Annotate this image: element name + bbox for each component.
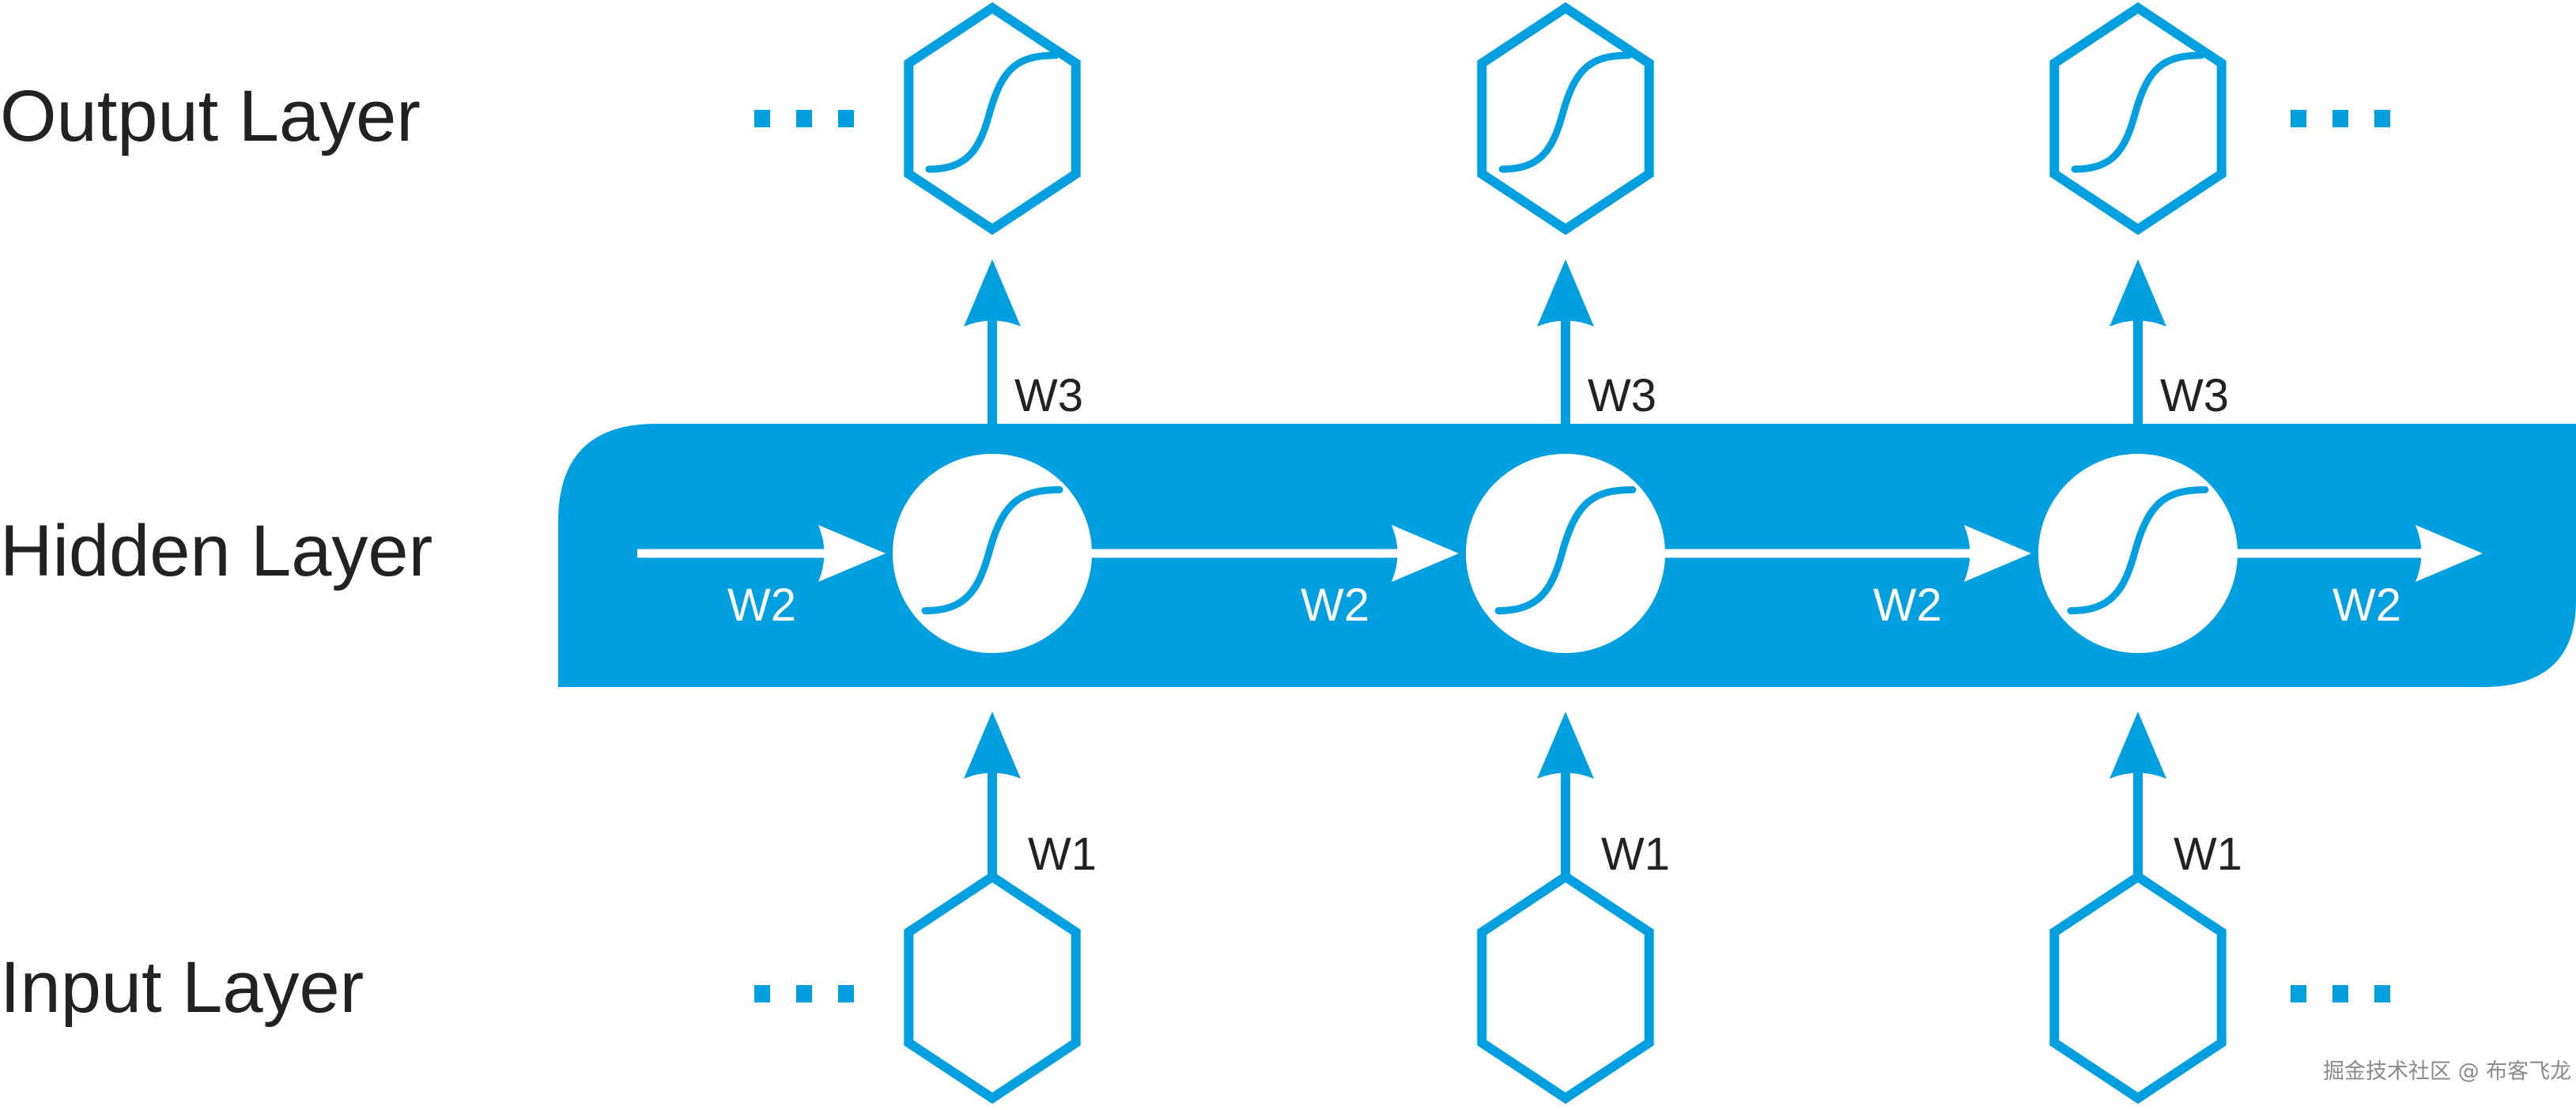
input-node-hexagon bbox=[2049, 870, 2227, 1104]
recurrent-arrow-head bbox=[1392, 525, 1459, 582]
output-ellipsis-left-dot bbox=[754, 110, 770, 127]
input-ellipsis-right-dot bbox=[2291, 985, 2306, 1002]
w1-label: W1 bbox=[2174, 829, 2242, 880]
w1-label: W1 bbox=[1601, 829, 1670, 880]
input-node-hexagon bbox=[904, 870, 1081, 1104]
hidden-to-output-arrow-head bbox=[1537, 259, 1594, 327]
input-node-hexagon bbox=[1477, 870, 1654, 1104]
output-ellipsis-right-dot bbox=[2291, 110, 2306, 127]
w2-label: W2 bbox=[1301, 580, 1369, 631]
input-ellipsis-right-dot bbox=[2374, 985, 2390, 1002]
recurrent-arrow-head bbox=[2415, 525, 2483, 582]
input-to-hidden-arrow-head bbox=[2110, 712, 2166, 779]
sigmoid-icon bbox=[2071, 51, 2205, 173]
w2-label: W2 bbox=[2332, 580, 2401, 631]
w3-label: W3 bbox=[2160, 370, 2229, 421]
w3-label: W3 bbox=[1014, 370, 1083, 421]
output-ellipsis-left-dot bbox=[838, 110, 854, 127]
output-ellipsis-right-dot bbox=[2332, 110, 2348, 127]
hidden-layer-label: Hidden Layer bbox=[0, 511, 432, 591]
input-to-hidden-arrow-head bbox=[1537, 712, 1594, 779]
sigmoid-icon bbox=[925, 51, 1059, 173]
input-ellipsis-left-dot bbox=[796, 985, 812, 1002]
w3-label: W3 bbox=[1588, 370, 1656, 421]
input-ellipsis-right-dot bbox=[2332, 985, 2348, 1002]
recurrent-arrow-head bbox=[1964, 525, 2031, 582]
sigmoid-icon bbox=[1498, 51, 1633, 173]
recurrent-arrow-in-head bbox=[818, 525, 886, 582]
w1-label: W1 bbox=[1028, 829, 1097, 880]
output-layer-label: Output Layer bbox=[0, 76, 421, 157]
output-ellipsis-right-dot bbox=[2374, 110, 2390, 127]
sigmoid-icon bbox=[1494, 486, 1637, 614]
output-ellipsis-left-dot bbox=[796, 110, 812, 127]
output-node-hexagon bbox=[1477, 2, 1654, 236]
output-node-hexagon bbox=[2049, 2, 2227, 236]
watermark: 掘金技术社区 @ 布客飞龙 bbox=[2323, 1059, 2571, 1084]
input-ellipsis-left-dot bbox=[754, 985, 770, 1002]
w2-label-in: W2 bbox=[727, 580, 796, 631]
hidden-to-output-arrow-head bbox=[2110, 259, 2166, 327]
w2-label: W2 bbox=[1873, 580, 1942, 631]
sigmoid-icon bbox=[921, 486, 1063, 614]
input-to-hidden-arrow-head bbox=[964, 712, 1021, 779]
output-node-hexagon bbox=[904, 2, 1081, 236]
sigmoid-icon bbox=[2067, 486, 2209, 614]
input-layer-label: Input Layer bbox=[0, 947, 364, 1028]
input-ellipsis-left-dot bbox=[838, 985, 854, 1002]
hidden-to-output-arrow-head bbox=[964, 259, 1021, 327]
